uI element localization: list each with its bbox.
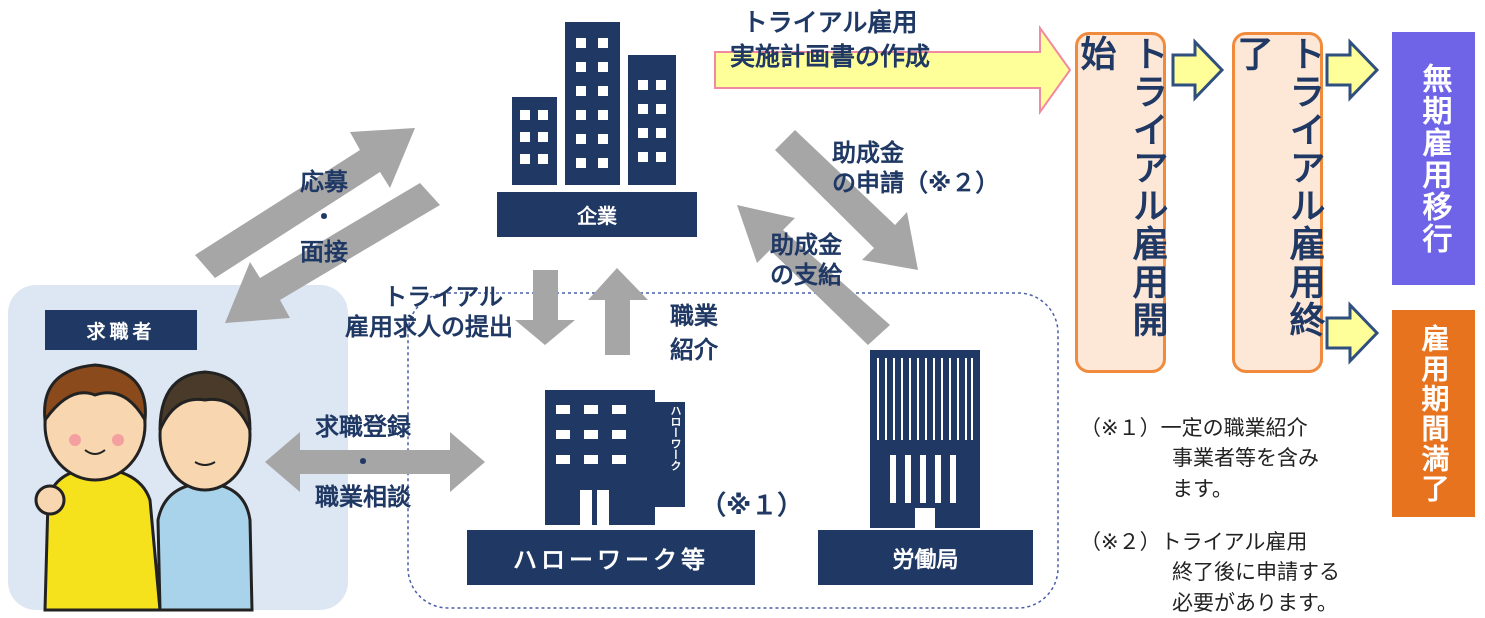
- trial-end-box: トライアル雇用終了: [1232, 32, 1325, 373]
- labor-bureau-building-icon: [870, 350, 980, 528]
- note-2-line3: 必要があります。: [1172, 590, 1338, 615]
- apply-interview-label: 応募 ・ 面接: [300, 165, 348, 269]
- company-building-icon: [512, 22, 676, 185]
- labor-bureau-label: 労働局: [818, 530, 1033, 585]
- apply-sep: ・: [312, 202, 336, 231]
- subsidy-apply-line2: の申請（※２）: [832, 169, 1000, 197]
- subsidy-pay-line2: の支給: [770, 261, 842, 289]
- note-1-line2: 事業者等を含み: [1172, 446, 1319, 471]
- job-referral-line1: 職業: [670, 302, 718, 330]
- register-label: 求職登録: [315, 413, 411, 441]
- note-1: （※１）一定の職業紹介 事業者等を含み ます。: [1080, 413, 1319, 504]
- start-to-end-arrow: [1171, 38, 1225, 102]
- interview-label: 面接: [300, 237, 348, 266]
- subsidy-pay-arrow: [737, 205, 890, 345]
- permanent-text: 無期雇用移行: [1416, 62, 1452, 255]
- expire-text: 雇用期間満了: [1417, 323, 1451, 504]
- hellowork-label: ハローワーク等: [467, 530, 755, 585]
- end-to-expire-arrow: [1325, 301, 1380, 365]
- interview-return-arrow: [225, 183, 440, 323]
- plan-arrow: [714, 24, 1072, 116]
- jobseekers-illustration: [34, 363, 254, 612]
- register-sep: ・: [351, 447, 375, 476]
- plan-label: トライアル雇用 実施計画書の作成: [730, 6, 930, 74]
- hellowork-sign: ハローワーク: [669, 405, 682, 471]
- apply-arrow: [195, 128, 415, 278]
- register-consult-label: 求職登録 ・ 職業相談: [315, 410, 411, 514]
- plan-label-line2: 実施計画書の作成: [730, 41, 931, 71]
- step-arrows: [1171, 38, 1380, 365]
- subsidy-apply-line1: 助成金: [832, 139, 904, 167]
- end-to-permanent-arrow: [1325, 38, 1380, 102]
- note-2-line1: （※２）トライアル雇用: [1080, 530, 1308, 554]
- job-referral-label: 職業 紹介: [670, 300, 718, 367]
- subsidy-pay-line1: 助成金: [770, 231, 842, 259]
- note-2: （※２）トライアル雇用 終了後に申請する 必要があります。: [1080, 527, 1340, 618]
- note1-ref-label: （※１）: [700, 491, 804, 521]
- note-1-line3: ます。: [1172, 476, 1233, 501]
- note-1-line1: （※１）一定の職業紹介: [1080, 416, 1308, 440]
- trial-start-text: トライアル雇用開始: [1074, 35, 1168, 339]
- register-consult-arrow: [265, 432, 485, 492]
- plan-label-line1: トライアル雇用: [742, 8, 918, 37]
- job-referral-arrow: [588, 268, 648, 355]
- subsidy-apply-arrow: [775, 130, 918, 270]
- hellowork-building-icon: [545, 390, 685, 525]
- trial-end-text: トライアル雇用終了: [1231, 35, 1325, 339]
- submit-job-arrow: [515, 270, 575, 345]
- job-referral-line2: 紹介: [670, 335, 718, 364]
- subsidy-apply-label: 助成金 の申請（※２）: [832, 138, 999, 198]
- subsidy-pay-label: 助成金 の支給: [770, 230, 842, 290]
- note-2-line2: 終了後に申請する: [1172, 560, 1340, 585]
- trial-start-box: トライアル雇用開始: [1075, 32, 1168, 373]
- flow-arrows: [195, 128, 918, 492]
- jobseeker-label: 求職者: [45, 310, 197, 350]
- submit-job-line1: トライアル: [383, 283, 503, 311]
- expire-box: 雇用期間満了: [1392, 310, 1475, 517]
- company-label: 企業: [497, 192, 697, 237]
- submit-job-label: トライアル 雇用求人の提出: [345, 282, 513, 342]
- permanent-box: 無期雇用移行: [1392, 32, 1475, 285]
- apply-label: 応募: [300, 168, 348, 196]
- consult-label: 職業相談: [315, 482, 411, 511]
- submit-job-line2: 雇用求人の提出: [345, 313, 513, 341]
